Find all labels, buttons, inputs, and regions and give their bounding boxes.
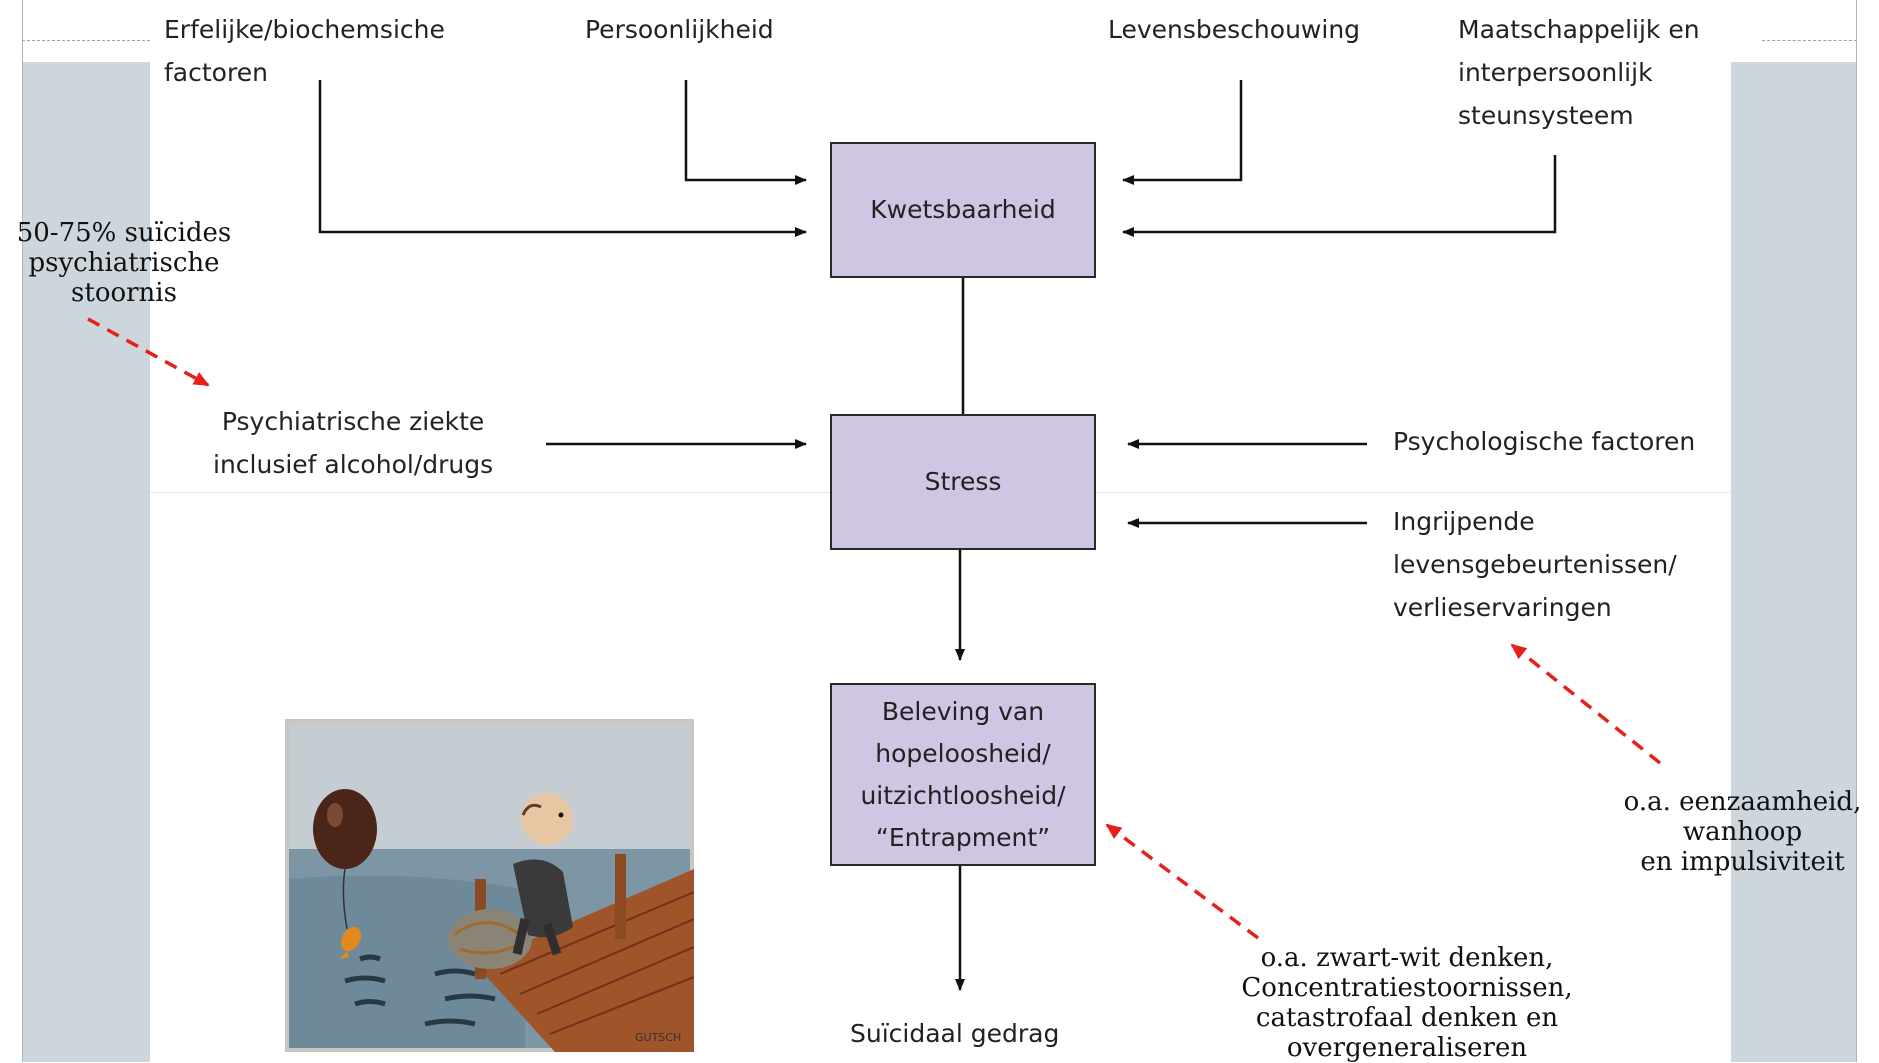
label-levensbeschouwing: Levensbeschouwing xyxy=(1108,15,1361,44)
note-psychiatric-disorder: 50-75% suïcides psychiatrische stoornis xyxy=(16,218,232,308)
label-steunsysteem: Maatschappelijk en interpersoonlijk steu… xyxy=(1458,15,1700,130)
red-arrow-psychiatric xyxy=(87,317,210,387)
box-kwetsbaarheid-label: Kwetsbaarheid xyxy=(870,195,1056,224)
box-beleving-label: Beleving van hopeloosheid/ uitzichtloosh… xyxy=(860,696,1066,852)
right-side-panel xyxy=(1731,62,1857,1062)
label-levensgebeurtenissen: Ingrijpende levensgebeurtenissen/ verlie… xyxy=(1393,507,1677,622)
box-beleving: Beleving van hopeloosheid/ uitzichtloosh… xyxy=(830,683,1096,866)
arrow-persoonlijkheid xyxy=(684,80,807,185)
top-dashed-rule-left xyxy=(22,40,150,41)
box-stress: Stress xyxy=(830,414,1096,550)
box-kwetsbaarheid: Kwetsbaarheid xyxy=(830,142,1096,278)
top-dashed-rule-right xyxy=(1762,40,1857,41)
label-suicidaal-gedrag: Suïcidaal gedrag xyxy=(850,1019,1060,1048)
cartoon-illustration: GUTSCH xyxy=(285,719,694,1052)
note-loneliness: o.a. eenzaamheid, wanhoop en impulsivite… xyxy=(1623,787,1862,877)
left-edge-line xyxy=(22,0,23,1062)
right-edge-line xyxy=(1856,0,1857,1062)
svg-text:GUTSCH: GUTSCH xyxy=(635,1031,681,1044)
label-persoonlijkheid: Persoonlijkheid xyxy=(585,15,774,44)
red-arrow-thinking xyxy=(1105,823,1260,940)
note-thinking-patterns: o.a. zwart-wit denken, Concentratiestoor… xyxy=(1241,943,1573,1063)
label-psychologische-factoren: Psychologische factoren xyxy=(1393,427,1696,456)
arrow-levensbeschouwing xyxy=(1122,80,1243,185)
red-arrow-loneliness xyxy=(1510,643,1662,765)
arrow-steunsysteem xyxy=(1122,155,1557,237)
arrow-erfelijk xyxy=(318,80,807,237)
label-psychiatrische-ziekte: Psychiatrische ziekte inclusief alcohol/… xyxy=(213,407,494,479)
box-stress-label: Stress xyxy=(924,467,1002,496)
left-side-panel xyxy=(22,62,150,1062)
label-erfelijke-factoren: Erfelijke/biochemsiche factoren xyxy=(164,15,445,87)
